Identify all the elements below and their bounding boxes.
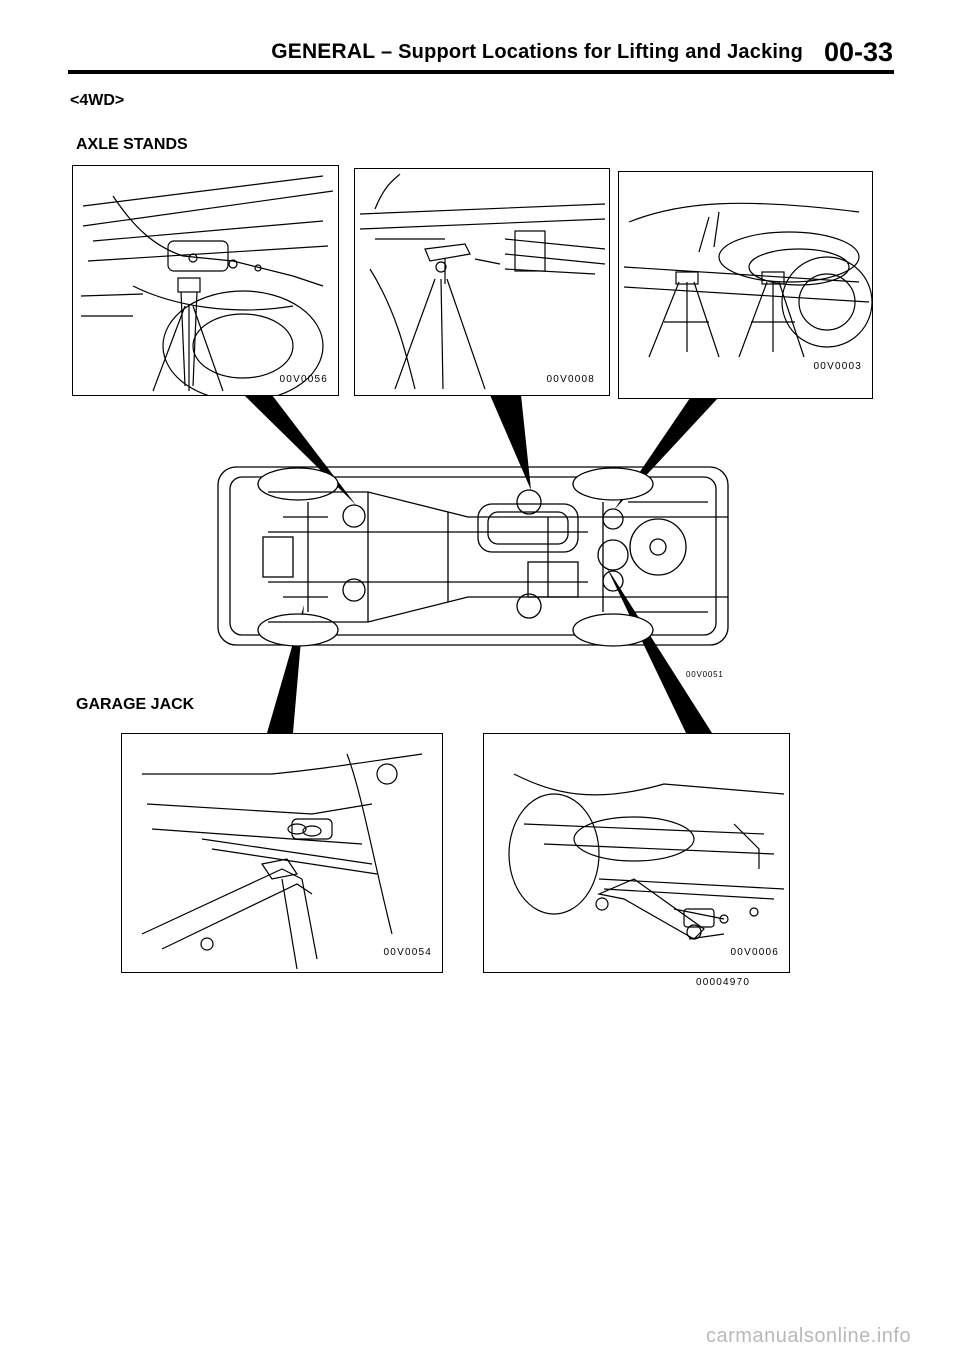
figure-code: 00V0051 [686, 670, 724, 679]
header-rule [68, 70, 894, 74]
title-main: GENERAL [271, 40, 376, 63]
figure-axle-stand-rear: 00V0003 [618, 171, 873, 399]
title-separator: – [375, 41, 399, 63]
figure-garage-jack-rear: 00V0006 [483, 733, 790, 973]
figure-code: 00V0003 [813, 361, 862, 372]
figure-axle-stand-front: 00V0056 [72, 165, 339, 396]
variant-label: <4WD> [70, 92, 125, 109]
pointer-axle-2 [490, 395, 531, 490]
footer-watermark: carmanualsonline.info [706, 1325, 912, 1347]
sheet-code: 00004970 [696, 977, 751, 988]
title-subtitle: Support Locations for Lifting and Jackin… [398, 41, 803, 63]
figure-code: 00V0056 [279, 374, 328, 385]
figure-underbody: 00V0051 [208, 462, 740, 684]
figure-garage-jack-front: 00V0054 [121, 733, 443, 973]
figure-code: 00V0008 [546, 374, 595, 385]
section-axle-stands: AXLE STANDS [76, 136, 188, 153]
figure-code: 00V0054 [383, 947, 432, 958]
figure-axle-stand-middle: 00V0008 [354, 168, 610, 396]
figure-code: 00V0006 [730, 947, 779, 958]
page-title: GENERAL – Support Locations for Lifting … [0, 40, 803, 64]
pointer-jack-2 [606, 566, 712, 733]
section-garage-jack: GARAGE JACK [76, 696, 195, 713]
page-number: 00-33 [824, 37, 894, 67]
